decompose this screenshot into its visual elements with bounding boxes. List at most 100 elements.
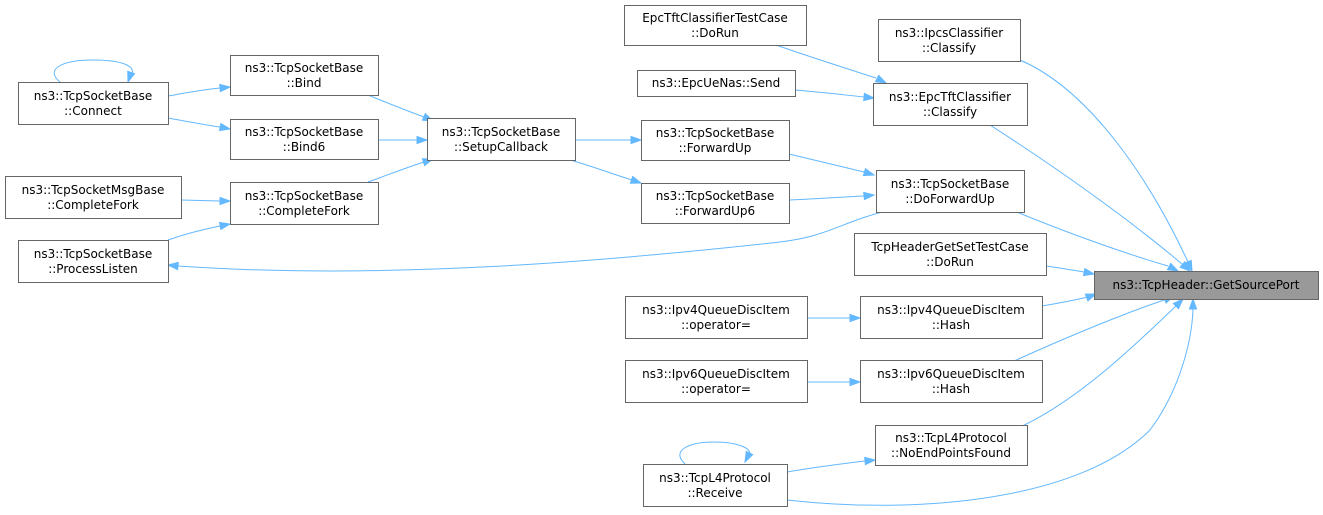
edge-arrowhead [629,175,643,184]
node-tsb_bind6[interactable]: ns3::TcpSocketBase::Bind6 [230,119,379,160]
node-label-line2: ::Connect [64,104,122,118]
edge-line [1017,305,1177,429]
edge-tsb_bind6-to-tsb_setupcallback [378,135,429,145]
node-tsb_forwardup[interactable]: ns3::TcpSocketBase::ForwardUp [641,120,790,161]
edge-tsb_bind-to-tsb_setupcallback [367,94,435,122]
edge-tsb_processlisten-to-tsb_completefork [167,221,232,241]
node-epctft_classify[interactable]: ns3::EpcTftClassifier::Classify [873,83,1028,126]
edge-tsb_setupcallback-to-tsb_forwardup6 [569,159,643,184]
node-tsb_connect[interactable]: ns3::TcpSocketBase::Connect [18,82,169,125]
node-box [641,120,790,161]
node-label-line2: ::ProcessListen [48,262,138,276]
edge-line [786,460,866,473]
node-label-line2: ::CompleteFork [258,204,350,218]
edge-arrowhead [862,167,876,177]
node-tsb_completefork[interactable]: ns3::TcpSocketBase::CompleteFork [230,182,379,225]
node-label-line2: ::operator= [681,382,751,396]
nodes-layer: ns3::TcpHeader::GetSourcePort ns3::IpcsCl… [5,5,1319,507]
node-label-line2: ::Hash [932,318,970,332]
node-box [860,296,1043,339]
edge-ipv6qdi_operator-to-ipv6qdi_hash [807,377,862,387]
node-box [230,55,379,96]
edge-arrowhead [1084,293,1098,302]
edge-arrowhead [166,261,179,271]
node-box [873,83,1028,126]
node-label-line1: ns3::TcpSocketBase [442,125,560,139]
edge-arrowhead [219,83,232,93]
node-label-line1: ns3::TcpSocketBase [245,61,363,75]
node-label-line1: ns3::TcpL4Protocol [895,431,1007,445]
node-tsb_bind[interactable]: ns3::TcpSocketBase::Bind [230,55,379,96]
node-label-line1: ns3::TcpSocketBase [656,189,774,203]
edge-epcuenas_send-to-epctft_classify [794,89,876,102]
edge-arrowhead [864,456,877,466]
node-tsmb_completefork[interactable]: ns3::TcpSocketMsgBase::CompleteFork [5,176,182,219]
node-ipv6qdi_hash[interactable]: ns3::Ipv6QueueDiscItem::Hash [860,360,1043,403]
node-label-line2: ::ForwardUp6 [675,204,755,218]
node-label-line2: ::DoForwardUp [905,192,994,206]
edge-tsb_connect-to-tsb_connect [53,59,136,84]
edge-line [1019,59,1189,263]
node-label-line1: TcpHeaderGetSetTestCase [870,240,1028,254]
edge-tsb_connect-to-tsb_bind6 [167,117,232,132]
edge-line [989,124,1183,265]
edge-arrowhead [416,135,429,145]
node-label-line1: ns3::TcpHeader::GetSourcePort [1112,278,1299,292]
node-label-line2: ::ForwardUp [679,141,752,155]
node-box [860,360,1043,403]
node-tcpl4_noendpointsfound[interactable]: ns3::TcpL4Protocol::NoEndPointsFound [875,425,1028,466]
node-label-line1: EpcTftClassifierTestCase [642,11,788,25]
edge-line [167,87,221,97]
edge-tsb_doforwardup-to-getsourceport [1011,209,1180,272]
node-label-line2: ::DoRun [926,255,974,269]
edge-tsb_forwardup6-to-tsb_doforwardup [788,191,876,201]
node-tcpheader_testcase_dorun[interactable]: TcpHeaderGetSetTestCase::DoRun [854,233,1047,276]
edge-line [679,441,751,465]
node-ipv4qdi_operator[interactable]: ns3::Ipv4QueueDiscItem::operator= [625,296,808,339]
node-label-line1: ns3::TcpSocketBase [891,177,1009,191]
edge-tsb_setupcallback-to-tsb_forwardup [575,135,643,145]
edge-line [1011,209,1169,267]
node-label-line1: ns3::Ipv4QueueDiscItem [642,303,790,317]
edge-arrowhead [218,221,232,231]
edge-arrowhead [744,450,754,464]
edge-epctft_classify-to-getsourceport [989,124,1192,272]
node-tsb_setupcallback[interactable]: ns3::TcpSocketBase::SetupCallback [427,118,576,161]
node-box [878,19,1021,62]
node-label-line1: ns3::TcpSocketBase [34,247,152,261]
node-getsourceport[interactable]: ns3::TcpHeader::GetSourcePort [1094,271,1319,300]
node-label-line1: ns3::TcpL4Protocol [659,471,771,485]
node-label-line1: ns3::EpcTftClassifier [889,90,1011,104]
node-box [1094,271,1319,300]
node-box [18,240,169,283]
edge-arrowhead [1179,260,1192,272]
node-ipcs_classify[interactable]: ns3::IpcsClassifier::Classify [878,19,1021,62]
edge-epctft_testcase_dorun-to-epctft_classify [775,44,888,84]
edge-line [167,225,221,241]
edge-tcpl4_noendpointsfound-to-getsourceport [1017,297,1185,429]
node-tcpl4_receive[interactable]: ns3::TcpL4Protocol::Receive [643,464,788,507]
edge-line [569,159,633,181]
node-epctft_testcase_dorun[interactable]: EpcTftClassifierTestCase::DoRun [624,5,807,46]
edge-tsb_connect-to-tsb_bind [167,83,232,97]
edge-ipv4qdi_hash-to-getsourceport [1041,293,1098,307]
node-ipv4qdi_hash[interactable]: ns3::Ipv4QueueDiscItem::Hash [860,296,1043,339]
node-tsb_forwardup6[interactable]: ns3::TcpSocketBase::ForwardUp6 [641,183,790,224]
node-label-line2: ::Bind6 [283,140,326,154]
edge-arrowhead [1166,262,1180,272]
edge-arrowhead [630,135,643,145]
node-label-line2: ::Hash [932,382,970,396]
node-ipv6qdi_operator[interactable]: ns3::Ipv6QueueDiscItem::operator= [625,360,808,403]
node-label-line2: ::SetupCallback [454,140,548,154]
node-tsb_doforwardup[interactable]: ns3::TcpSocketBase::DoForwardUp [876,170,1025,213]
node-box [427,118,576,161]
edge-arrowhead [127,70,136,84]
edge-line [367,161,425,183]
node-box [5,176,182,219]
edge-arrowhead [1172,297,1185,310]
node-tsb_processlisten[interactable]: ns3::TcpSocketBase::ProcessListen [18,240,169,283]
node-epcuenas_send[interactable]: ns3::EpcUeNas::Send [637,70,796,97]
edge-line [367,94,425,118]
node-label-line2: ::Classify [923,105,977,119]
